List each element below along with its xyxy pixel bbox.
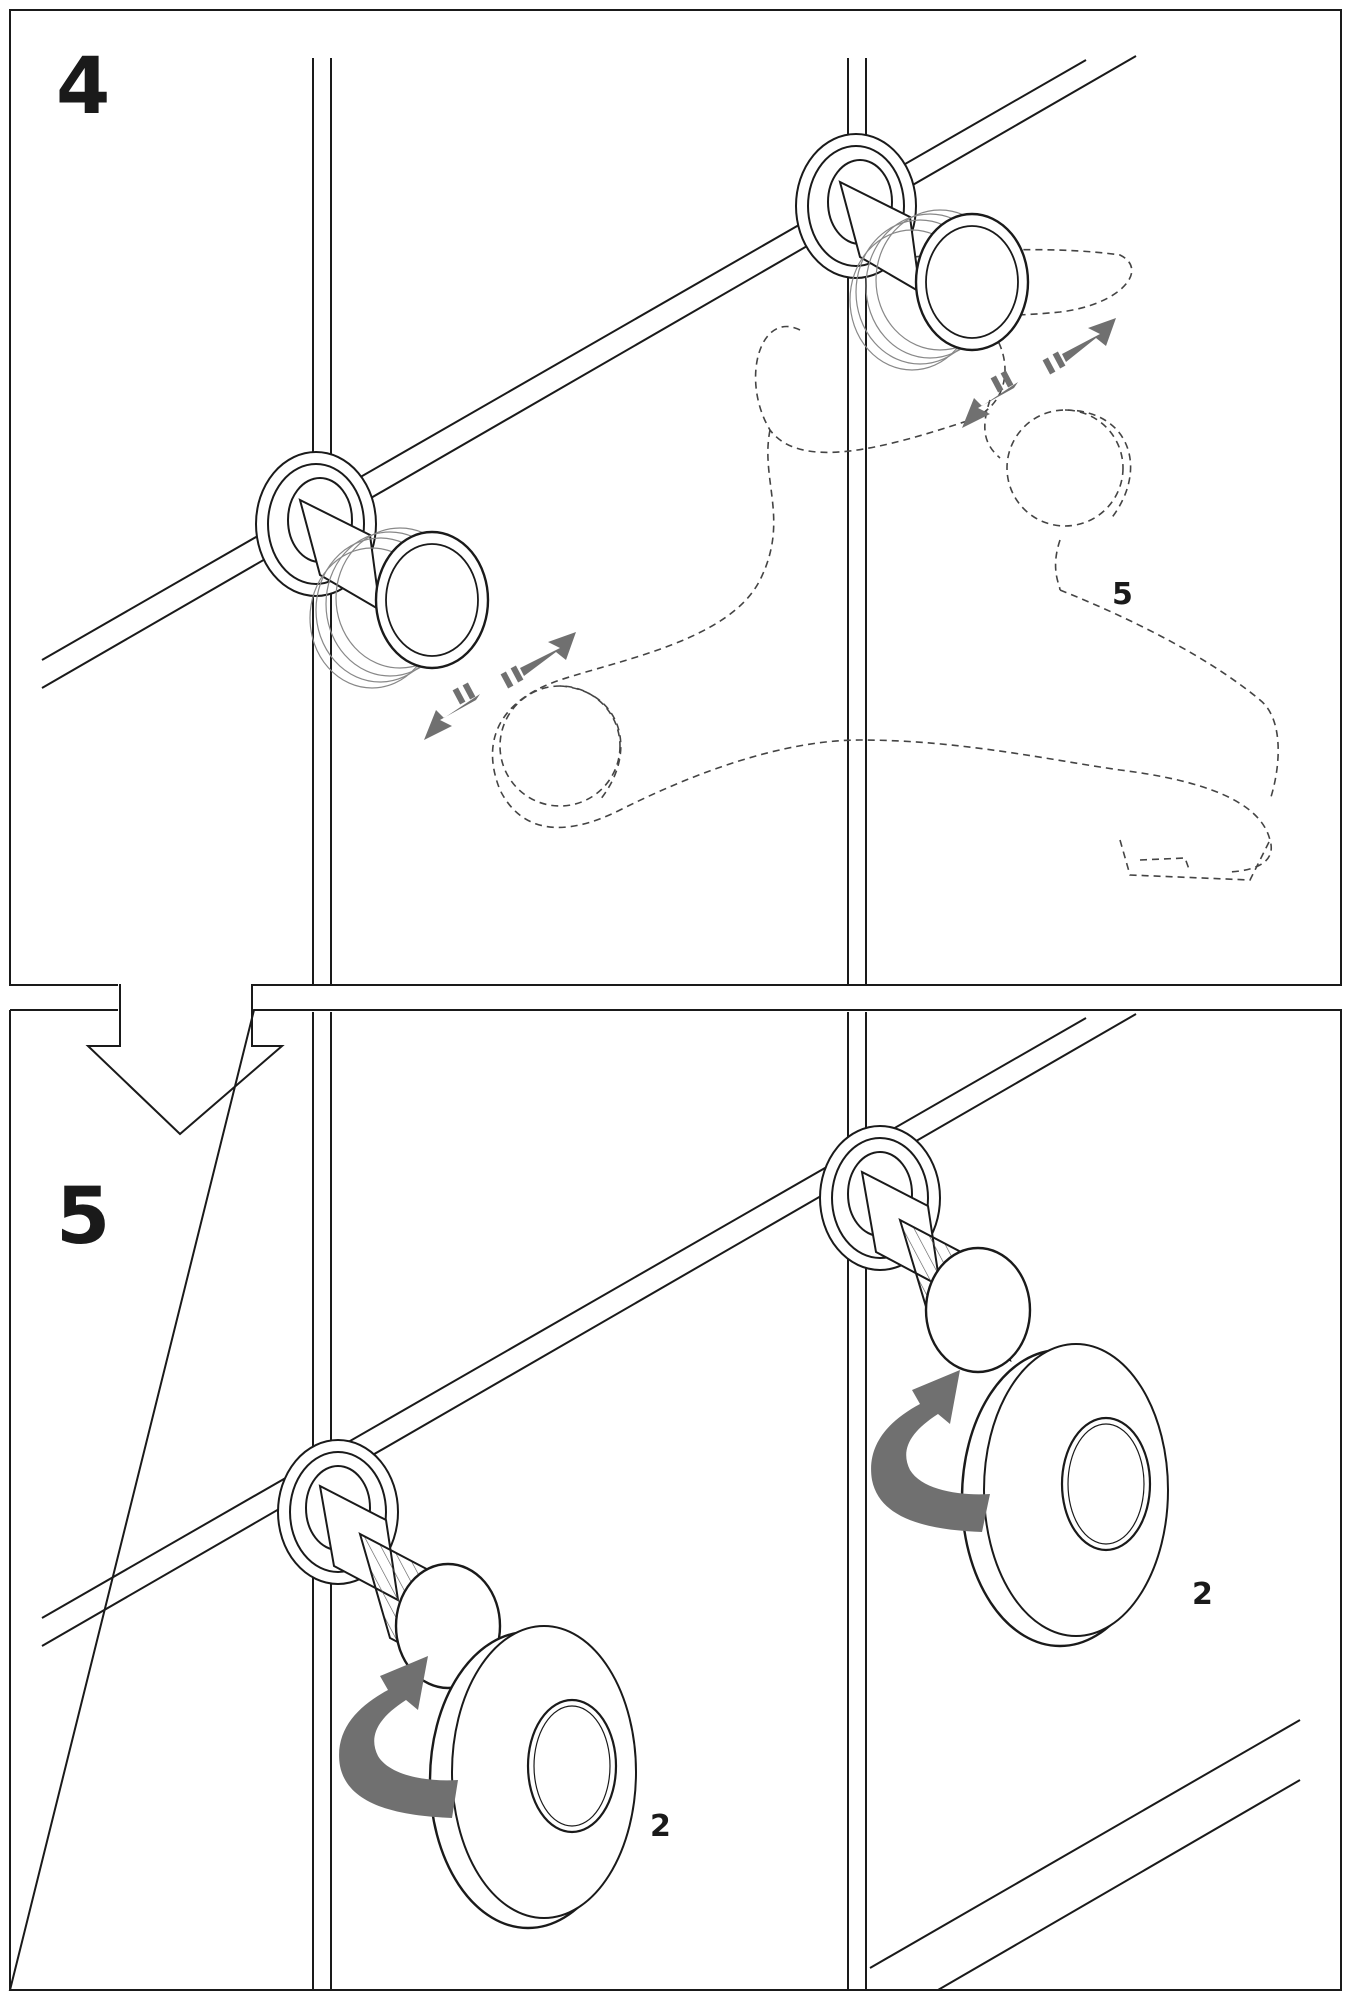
panel-step-5 xyxy=(8,1009,1342,1991)
threaded-pipe-left xyxy=(277,1439,502,1690)
part-reference-5: 5 xyxy=(1112,577,1133,612)
part-reference-2-right: 2 xyxy=(1192,1577,1213,1612)
tile-grout-lines-bottom xyxy=(41,1012,1301,1990)
cover-cap-right xyxy=(960,1343,1169,1648)
connector-pipe-left-top xyxy=(255,451,490,689)
cover-cap-left xyxy=(428,1625,637,1930)
connector-pipe-right-top xyxy=(795,133,1030,371)
step-number-5: 5 xyxy=(56,1172,111,1262)
move-arrow-icon xyxy=(424,632,576,740)
step-number-4: 4 xyxy=(56,42,111,132)
part-reference-2-left: 2 xyxy=(650,1809,671,1844)
threaded-pipe-right xyxy=(819,1125,1032,1374)
rotate-arrow-icon xyxy=(871,1370,990,1532)
move-arrow-icon xyxy=(962,318,1116,428)
down-arrow-icon xyxy=(85,978,285,1136)
panel-step-4 xyxy=(9,9,1342,986)
rotate-arrow-icon xyxy=(339,1656,458,1818)
panel-frame-top xyxy=(9,9,1342,986)
panel-frame-bottom xyxy=(8,1009,1342,1991)
